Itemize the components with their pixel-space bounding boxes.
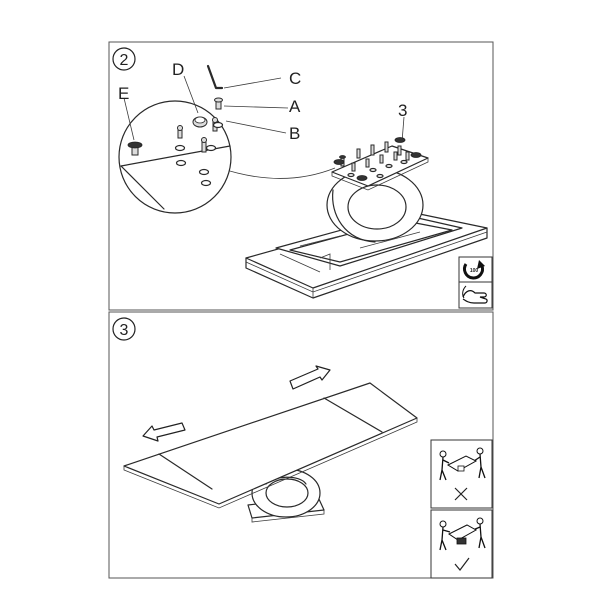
leader-line-e <box>123 97 135 141</box>
leader-line-c <box>223 77 282 89</box>
right-extension-seam <box>323 397 383 433</box>
callout-3: 3 <box>398 101 407 120</box>
cross-icon <box>454 487 468 501</box>
allen-key-c <box>206 64 224 90</box>
step-2-number: 2 <box>120 52 129 69</box>
table-top-thickness <box>123 418 418 509</box>
zoom-plate-edge <box>120 165 165 210</box>
carried-table-icon-right <box>448 524 478 541</box>
extending-table-top <box>123 382 418 509</box>
leveling-foot-e <box>127 141 143 156</box>
mounting-plate <box>331 137 429 191</box>
rotate-arrow-icon: 100 <box>463 260 485 280</box>
plate-feet <box>333 137 422 181</box>
person-carry-icon-right-2 <box>472 517 486 549</box>
label-c: C <box>289 69 301 88</box>
step-2-badge: 2 <box>112 47 136 71</box>
carry-method-box-right <box>430 509 493 579</box>
rotate-icon-text: 100 <box>470 268 479 274</box>
ring-base-upside-down <box>326 168 424 243</box>
person-carry-icon-left <box>439 450 450 481</box>
person-carry-icon-right <box>473 447 486 479</box>
left-extension-seam <box>158 453 213 490</box>
label-a: A <box>289 97 301 116</box>
carry-method-box-wrong <box>430 439 493 509</box>
cap-d <box>192 116 208 128</box>
zoom-connector-line <box>219 167 336 179</box>
step-3-badge: 3 <box>112 317 136 341</box>
hand-icon <box>462 285 488 304</box>
washer-group <box>174 121 224 187</box>
label-d: D <box>172 60 184 79</box>
zoom-detail-circle <box>118 100 232 214</box>
person-carry-icon-left-2 <box>439 520 451 551</box>
carried-pedestal-icon-wrong <box>457 465 465 472</box>
step-3-number: 3 <box>120 322 129 339</box>
arrow-left-icon <box>142 422 186 442</box>
carried-table-icon-wrong <box>446 455 478 472</box>
leader-line-b <box>225 120 287 134</box>
arrow-right-icon <box>289 365 331 390</box>
label-e: E <box>118 84 129 103</box>
screw-a <box>214 97 223 110</box>
leader-line-a <box>223 105 289 109</box>
plate-washers <box>347 159 408 179</box>
carried-pedestal-icon-right <box>456 537 467 545</box>
leader-line-d <box>183 75 199 114</box>
check-icon <box>454 557 470 571</box>
label-b: B <box>289 124 300 143</box>
